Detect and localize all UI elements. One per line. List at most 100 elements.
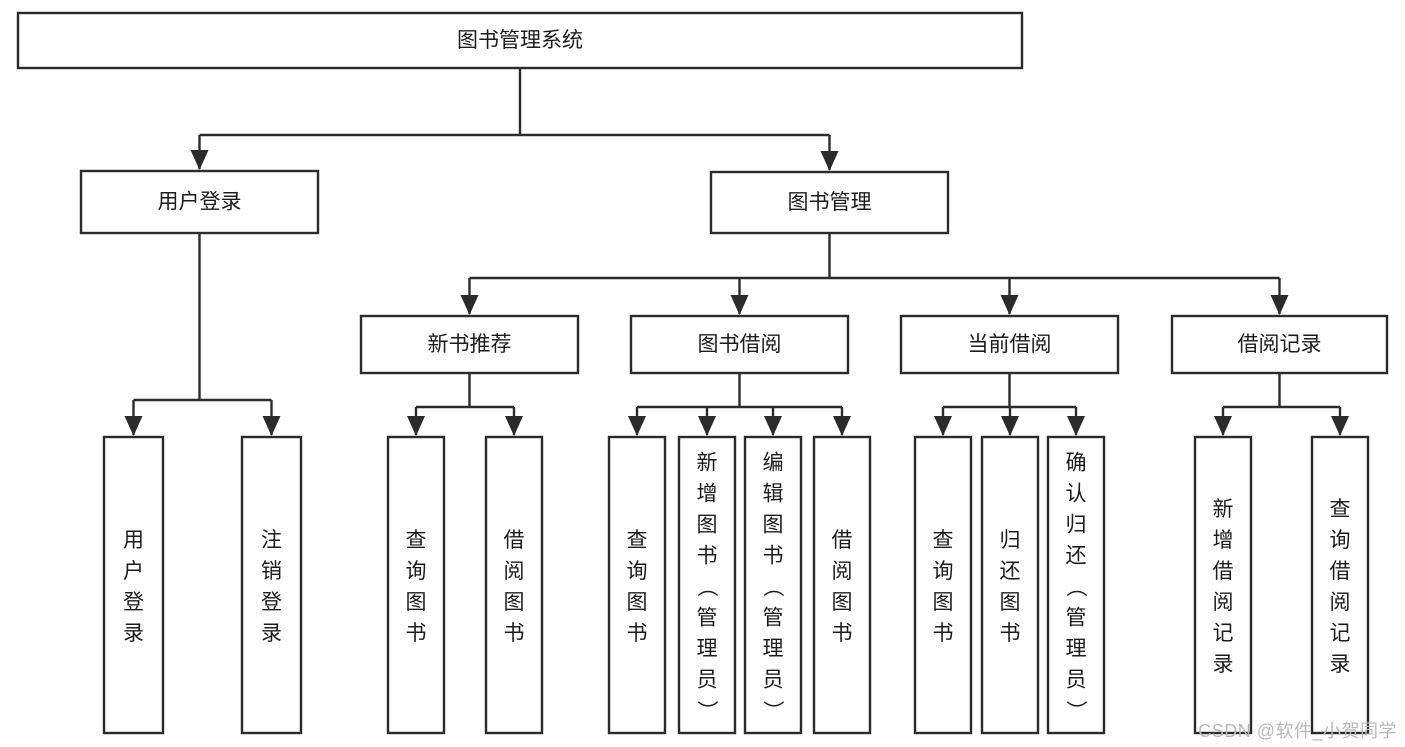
node-label-char: 新 xyxy=(1213,498,1234,521)
arrow-head-icon xyxy=(505,416,523,436)
node-label-char: 借 xyxy=(1213,560,1234,583)
arrow-head-icon xyxy=(262,416,281,436)
level2-node-current-borrow[interactable]: 当前借阅 xyxy=(899,314,1120,375)
level1-node-book-manage[interactable]: 图书管理 xyxy=(709,170,950,235)
node-label-char: ） xyxy=(1064,700,1087,721)
level2-node-new-book-rec[interactable]: 新书推荐 xyxy=(359,314,580,375)
arrow-head-icon xyxy=(1000,295,1019,315)
level1-node-user-login[interactable]: 用户登录 xyxy=(79,169,320,235)
level2-node-book-borrow[interactable]: 图书借阅 xyxy=(629,314,850,375)
level2-node-borrow-record[interactable]: 借阅记录 xyxy=(1170,314,1389,375)
node-label-char: 理 xyxy=(697,638,718,661)
node-label-char: 图 xyxy=(832,591,853,614)
arrow-head-icon xyxy=(407,416,425,436)
node-label-char: 理 xyxy=(763,638,784,661)
node-label-char: 辑 xyxy=(763,483,784,506)
node-label-char: 图 xyxy=(627,591,648,614)
node-label-char: 书 xyxy=(627,622,648,645)
node-label-char: 记 xyxy=(1213,622,1234,645)
node-label: 新书推荐 xyxy=(428,333,512,356)
node-rect xyxy=(240,435,303,735)
node-label-char: 登 xyxy=(123,591,144,614)
arrow-head-icon xyxy=(460,295,479,315)
node-rect xyxy=(484,435,544,735)
node-label-char: 询 xyxy=(1330,529,1351,552)
node-label-char: （ xyxy=(1064,576,1087,597)
node-label-char: 注 xyxy=(261,529,282,552)
node-label-char: 认 xyxy=(1066,483,1087,506)
node-label-char: 录 xyxy=(123,622,144,645)
node-label-char: 归 xyxy=(1000,529,1021,552)
node-label-char: 阅 xyxy=(1213,591,1234,614)
node-label-char: 登 xyxy=(261,591,282,614)
node-label-char: 图 xyxy=(1000,591,1021,614)
node-label-char: 员 xyxy=(763,669,784,692)
node-label-char: 询 xyxy=(627,560,648,583)
node-label-char: 员 xyxy=(1066,669,1087,692)
node-label-char: 录 xyxy=(1330,653,1351,676)
node-label-char: 新 xyxy=(697,452,718,475)
node-label-char: 还 xyxy=(1066,545,1087,568)
node-rect xyxy=(1170,314,1389,375)
node-label-char: 借 xyxy=(1330,560,1351,583)
watermark-text: CSDN @软件_小贺同学 xyxy=(1198,721,1397,741)
node-label-char: 图 xyxy=(406,591,427,614)
node-label: 当前借阅 xyxy=(968,333,1052,356)
node-label-char: 管 xyxy=(763,607,784,630)
node-rect xyxy=(1193,435,1253,735)
leaf-node-leaf-user-login[interactable]: 用户登录 xyxy=(102,435,165,735)
node-label-char: 书 xyxy=(697,545,718,568)
node-label-char: 询 xyxy=(406,560,427,583)
node-rect xyxy=(980,435,1040,735)
node-rect xyxy=(16,11,1024,70)
node-label-char: ） xyxy=(761,700,784,721)
node-label: 借阅记录 xyxy=(1238,333,1322,356)
node-label-char: 查 xyxy=(1330,498,1351,521)
node-rect xyxy=(607,435,667,735)
node-label-char: 录 xyxy=(261,622,282,645)
arrow-head-icon xyxy=(1270,295,1289,315)
node-rect xyxy=(677,435,737,735)
node-label-char: 图 xyxy=(763,514,784,537)
node-label-char: 还 xyxy=(1000,560,1021,583)
node-rect xyxy=(359,314,580,375)
node-label: 图书借阅 xyxy=(698,333,782,356)
node-rect xyxy=(812,435,872,735)
arrow-head-icon xyxy=(934,416,952,436)
boxes-layer: 图书管理系统用户登录图书管理新书推荐图书借阅当前借阅借阅记录用户登录注销登录查询… xyxy=(16,11,1389,735)
node-label-char: 阅 xyxy=(832,560,853,583)
node-label-char: 用 xyxy=(123,529,144,552)
node-label-char: 增 xyxy=(1213,529,1234,552)
node-label-char: 图 xyxy=(697,514,718,537)
node-rect xyxy=(913,435,973,735)
arrow-head-icon xyxy=(1001,416,1019,436)
node-label-char: ） xyxy=(695,700,718,721)
node-label: 用户登录 xyxy=(158,191,242,214)
arrow-head-icon xyxy=(124,416,143,436)
node-label-char: 借 xyxy=(832,529,853,552)
node-rect xyxy=(102,435,165,735)
node-rect xyxy=(899,314,1120,375)
node-label-char: 书 xyxy=(832,622,853,645)
node-label-char: 录 xyxy=(1213,653,1234,676)
node-label: 图书管理 xyxy=(788,191,872,214)
node-label-char: 查 xyxy=(406,529,427,552)
node-label-char: 归 xyxy=(1066,514,1087,537)
arrow-head-icon xyxy=(1214,416,1232,436)
node-label: 图书管理系统 xyxy=(457,29,583,52)
root-node-图书管理系统[interactable]: 图书管理系统 xyxy=(16,11,1024,70)
